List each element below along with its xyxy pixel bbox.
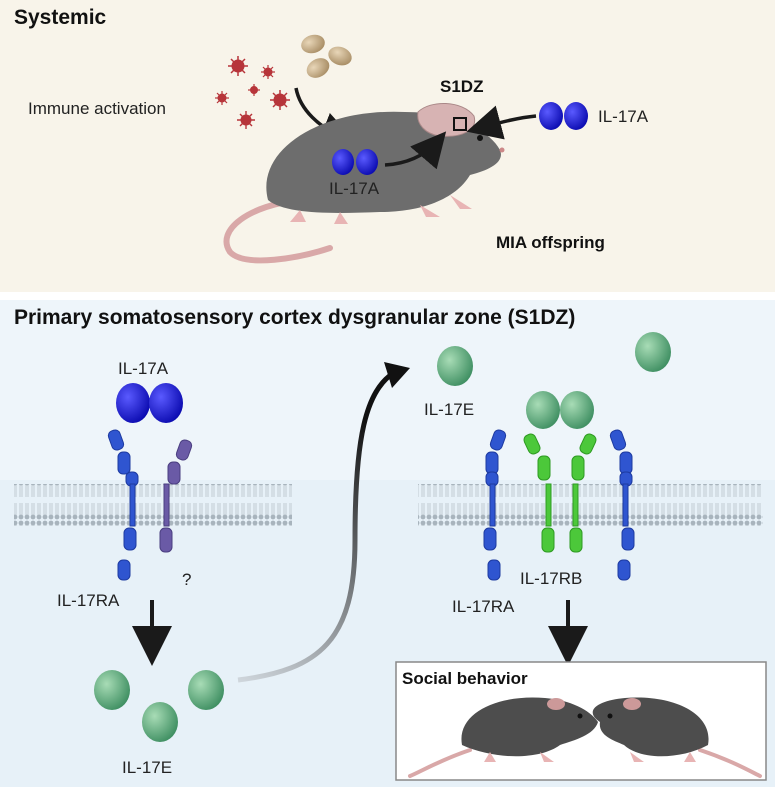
s1dz-label: S1DZ [440,77,483,96]
left-il17ra-label: IL-17RA [57,591,120,610]
membrane-left [14,484,292,526]
right-il17rb-label: IL-17RB [520,569,582,588]
right-il17e-label: IL-17E [424,400,474,419]
unknown-partner-label: ? [182,570,191,589]
mouse-icon [408,697,598,778]
s1dz-panel-title: Primary somatosensory cortex dysgranular… [14,306,575,329]
bacteria-icon [301,34,352,78]
systemic-title: Systemic [14,6,107,29]
cytokine-icon [94,670,224,742]
il17a-right-label: IL-17A [598,107,649,126]
membrane-right [418,484,763,526]
receptor-icon [159,439,193,553]
left-il17e-label: IL-17E [122,758,172,777]
left-il17a-label: IL-17A [118,359,169,378]
receptor-icon [523,433,597,553]
cytokine-icon [116,383,183,423]
mia-offspring-label: MIA offspring [496,233,605,252]
right-il17ra-label: IL-17RA [452,597,515,616]
cytokine-icon [332,149,378,175]
receptor-icon [483,429,635,581]
mouse-icon [592,697,762,778]
il17a-to-brain-arrow [384,131,447,170]
cytokine-icon [539,102,588,130]
virus-icon [215,56,290,129]
secretion-arrow [237,369,397,683]
il17a-mouse-label: IL-17A [329,179,380,198]
cytokine-icon [437,332,671,429]
il17a-entry-arrow [466,105,537,140]
receptor-icon [107,429,139,581]
s1dz-marker [453,117,467,131]
immune-activation-label: Immune activation [28,99,166,118]
social-behavior-label: Social behavior [402,669,528,688]
